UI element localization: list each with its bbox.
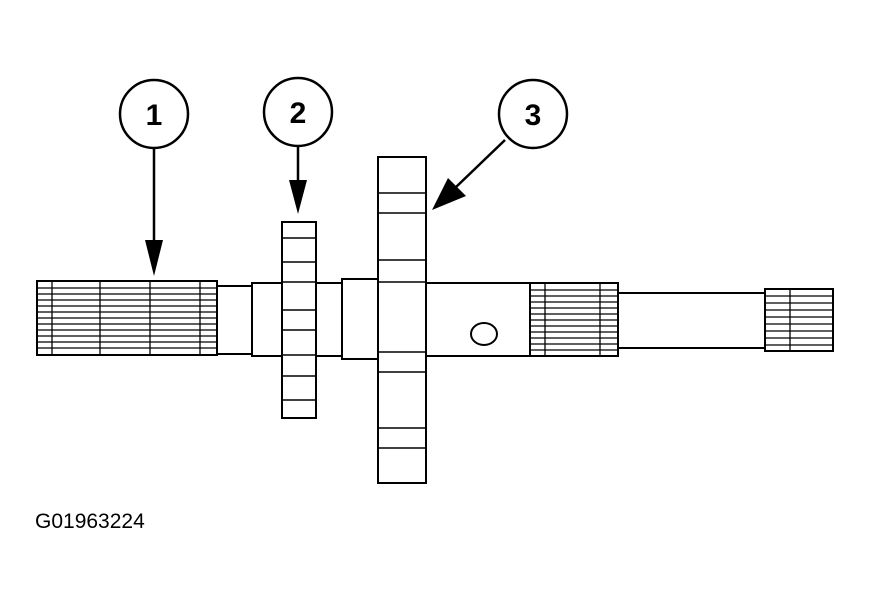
right-spline-section: [527, 282, 619, 357]
callout-2-label: 2: [290, 97, 307, 130]
callout-3-arrowhead: [432, 178, 466, 210]
shaft-collars: [215, 278, 383, 360]
left-spline-section: [36, 280, 218, 356]
callout-1: 1: [118, 78, 190, 276]
callout-3: 3: [432, 78, 569, 210]
figure-reference-id: G01963224: [35, 510, 145, 533]
callout-1-arrowhead: [145, 240, 163, 276]
small-gear: [281, 221, 317, 419]
callout-2: 2: [262, 76, 334, 214]
right-shaft-section: [617, 292, 767, 349]
right-end-spline: [764, 288, 834, 352]
callout-3-label: 3: [525, 99, 542, 132]
main-shaft-body: [423, 282, 531, 357]
callout-1-label: 1: [146, 99, 163, 132]
callout-2-arrowhead: [289, 180, 307, 214]
shaft-oil-hole: [470, 322, 498, 346]
large-gear: [377, 156, 427, 484]
